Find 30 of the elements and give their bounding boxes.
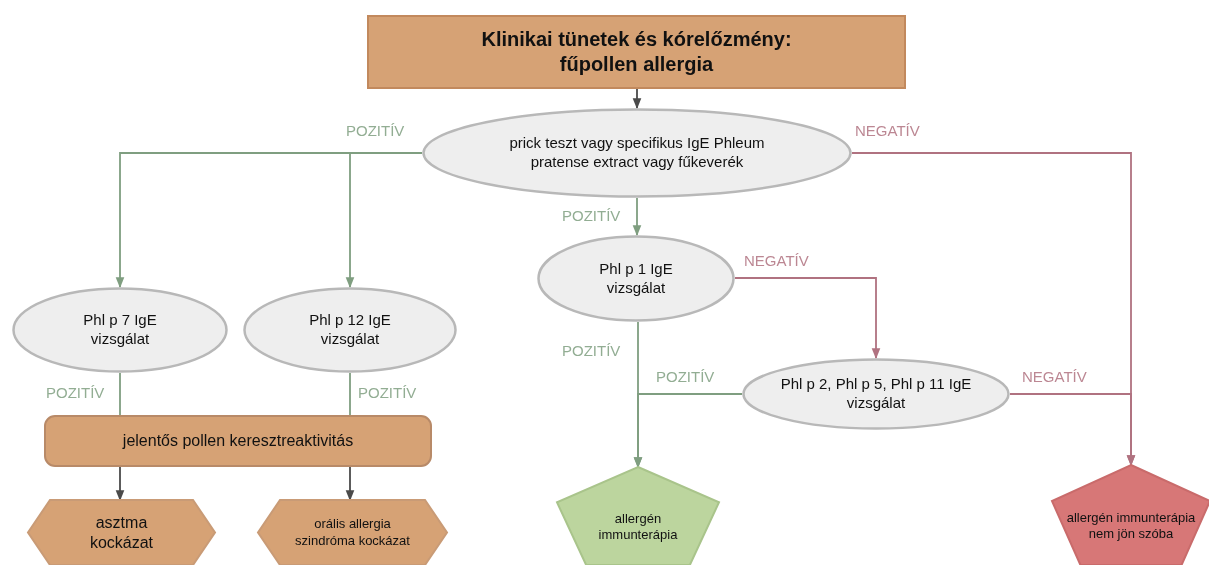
title-text: Klinikai tünetek és kórelőzmény: fűpollen allergia xyxy=(480,27,793,77)
outcome-hexagon xyxy=(258,500,447,565)
node-text: orális allergia szindróma kockázat xyxy=(294,516,411,549)
test-ellipse xyxy=(537,235,735,322)
node-text: allergén immunterápia xyxy=(597,510,679,544)
process-box xyxy=(44,415,432,467)
test-ellipse xyxy=(422,108,852,198)
node-text: Phl p 1 IgE vizsgálat xyxy=(598,259,674,298)
arrow xyxy=(633,393,743,469)
arrow xyxy=(734,277,881,360)
test-ellipse xyxy=(742,358,1010,430)
node-text: asztma kockázat xyxy=(88,512,155,553)
outcome-pentagon xyxy=(557,467,719,565)
outcome-hexagon xyxy=(28,500,215,565)
outcome-pentagon xyxy=(1052,465,1209,565)
node-text: allergén immunterápia nem jön szóba xyxy=(1066,509,1196,543)
arrow xyxy=(345,152,423,289)
node-text: Phl p 2, Phl p 5, Phl p 11 IgE vizsgálat xyxy=(779,375,973,413)
test-ellipse xyxy=(243,287,457,373)
title-box xyxy=(368,16,905,88)
test-ellipse xyxy=(12,287,228,373)
arrow xyxy=(1009,393,1136,467)
node-text: jelentős pollen keresztreaktivitás xyxy=(122,431,354,451)
node-text: Phl p 7 IgE vizsgálat xyxy=(82,311,158,349)
arrow xyxy=(632,197,642,237)
arrow xyxy=(632,87,642,110)
node-text: prick teszt vagy specifikus IgE Phleum pratense extract vagy fűkeverék xyxy=(508,134,766,172)
arrow xyxy=(115,466,125,502)
arrow xyxy=(345,466,355,502)
node-text: Phl p 12 IgE vizsgálat xyxy=(308,311,392,349)
